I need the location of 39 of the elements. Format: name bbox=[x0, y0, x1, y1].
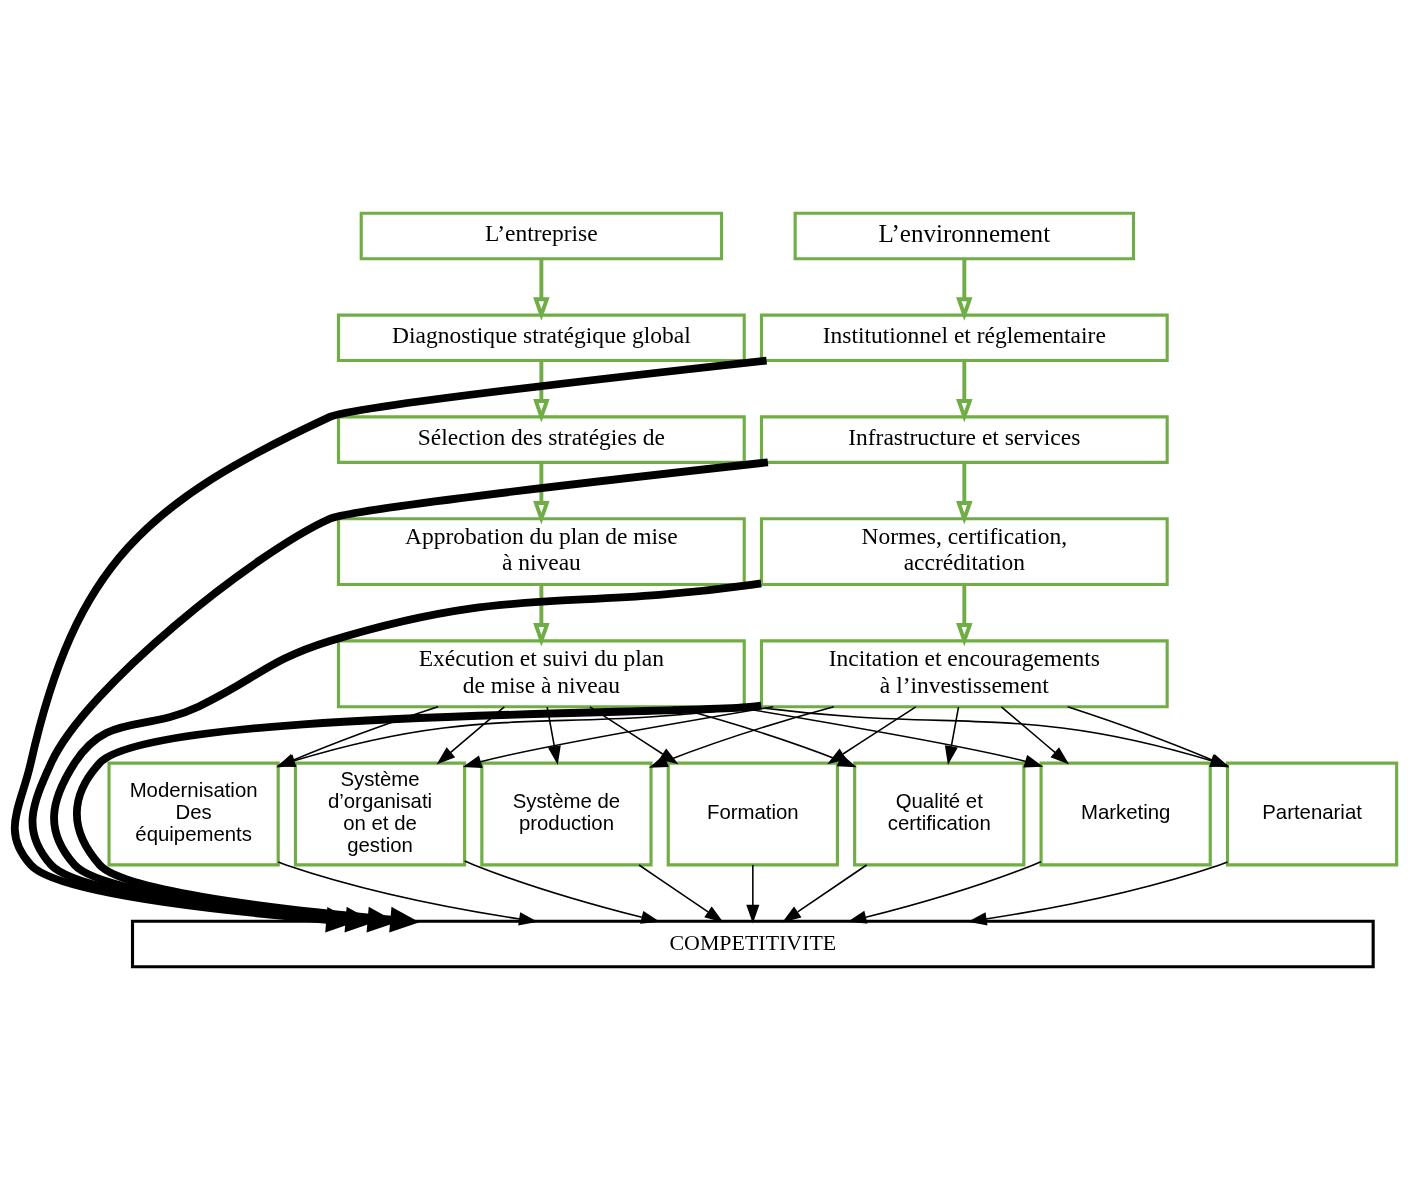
arrow bbox=[533, 258, 550, 321]
node-box: Modernisation Des équipements bbox=[107, 761, 280, 867]
node-box: Qualité et certification bbox=[853, 761, 1026, 867]
arrow bbox=[277, 861, 538, 926]
node-box: Infrastructure et services bbox=[759, 415, 1169, 464]
arrow bbox=[956, 585, 973, 647]
arrow bbox=[847, 860, 1042, 924]
arrow bbox=[944, 706, 960, 765]
node-box: COMPETITIVITE bbox=[130, 919, 1375, 969]
node-box: Sélection des stratégies de bbox=[336, 415, 746, 464]
arrow bbox=[956, 258, 973, 321]
arrow bbox=[638, 864, 724, 923]
node-box: Système de production bbox=[480, 761, 653, 867]
arrow bbox=[533, 462, 550, 525]
arrow bbox=[436, 706, 506, 765]
node-box: Approbation du plan de mise à niveau bbox=[336, 517, 746, 587]
arrow bbox=[546, 706, 561, 765]
node-box: Formation bbox=[666, 761, 839, 867]
node-box: Système d’organisati on et de gestion bbox=[293, 761, 467, 867]
arrow bbox=[533, 585, 550, 647]
arrow bbox=[956, 360, 973, 423]
node-box: Marketing bbox=[1039, 761, 1212, 867]
arrow bbox=[463, 860, 660, 924]
node-box: Exécution et suivi du plan de mise à niveau bbox=[336, 639, 746, 709]
node-box: Incitation et encouragements à l’investissement bbox=[759, 639, 1169, 709]
node-box: L’entreprise bbox=[359, 211, 724, 261]
arrow bbox=[956, 462, 973, 525]
node-box: Institutionnel et réglementaire bbox=[759, 313, 1169, 363]
node-box: Diagnostique stratégique global bbox=[336, 313, 746, 363]
arrow bbox=[746, 864, 760, 924]
arrow bbox=[782, 864, 868, 923]
node-box: Normes, certification, accréditation bbox=[759, 517, 1169, 587]
node-box: Partenariat bbox=[1225, 761, 1399, 867]
arrow bbox=[533, 360, 550, 423]
arrow bbox=[1000, 706, 1070, 765]
arrow bbox=[827, 706, 917, 765]
arrow bbox=[967, 861, 1229, 926]
arrow bbox=[276, 705, 439, 768]
node-box: L’environnement bbox=[793, 211, 1136, 261]
